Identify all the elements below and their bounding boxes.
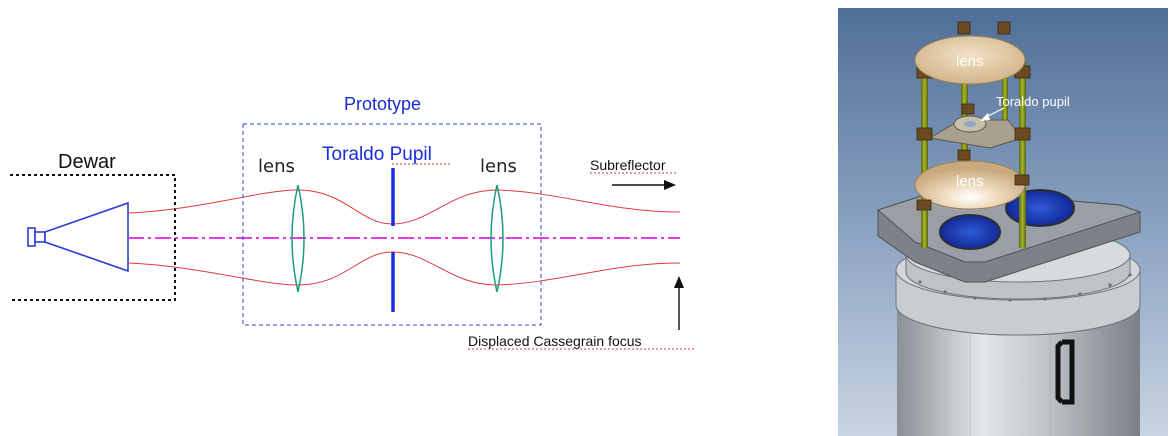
render-lens-top-label: lens [956,53,984,70]
render-lens-top [914,35,1026,85]
prototype-label: Prototype [344,94,421,114]
cassegrain-label: Displaced Cassegrain focus [468,333,642,349]
dewar-cylinder [897,300,1140,436]
lens-left [291,184,305,293]
toraldo-pupil-label: Toraldo Pupil [322,144,432,165]
render-toraldo-spider [928,115,1023,149]
feed-horn [27,201,129,273]
prototype-box [242,123,542,326]
dewar-label: Dewar [58,151,116,173]
lens-right-label: lens [480,156,517,177]
dewar-box [10,174,176,301]
render-lens-bottom-label: lens [956,173,984,190]
render-toraldo-label: Toraldo pupil [996,94,1070,109]
lens-left-label: lens [258,156,295,177]
aperture-left [939,214,1001,250]
side-handle [1055,339,1075,405]
subreflector-label: Subreflector [590,157,666,173]
cad-render: lens Toraldo pupil lens [838,8,1168,436]
lens-right [490,184,504,293]
subreflector-arrowhead [664,180,676,190]
optical-schematic: Dewar Prototype lens lens [10,94,694,350]
cassegrain-arrowhead [674,276,684,288]
